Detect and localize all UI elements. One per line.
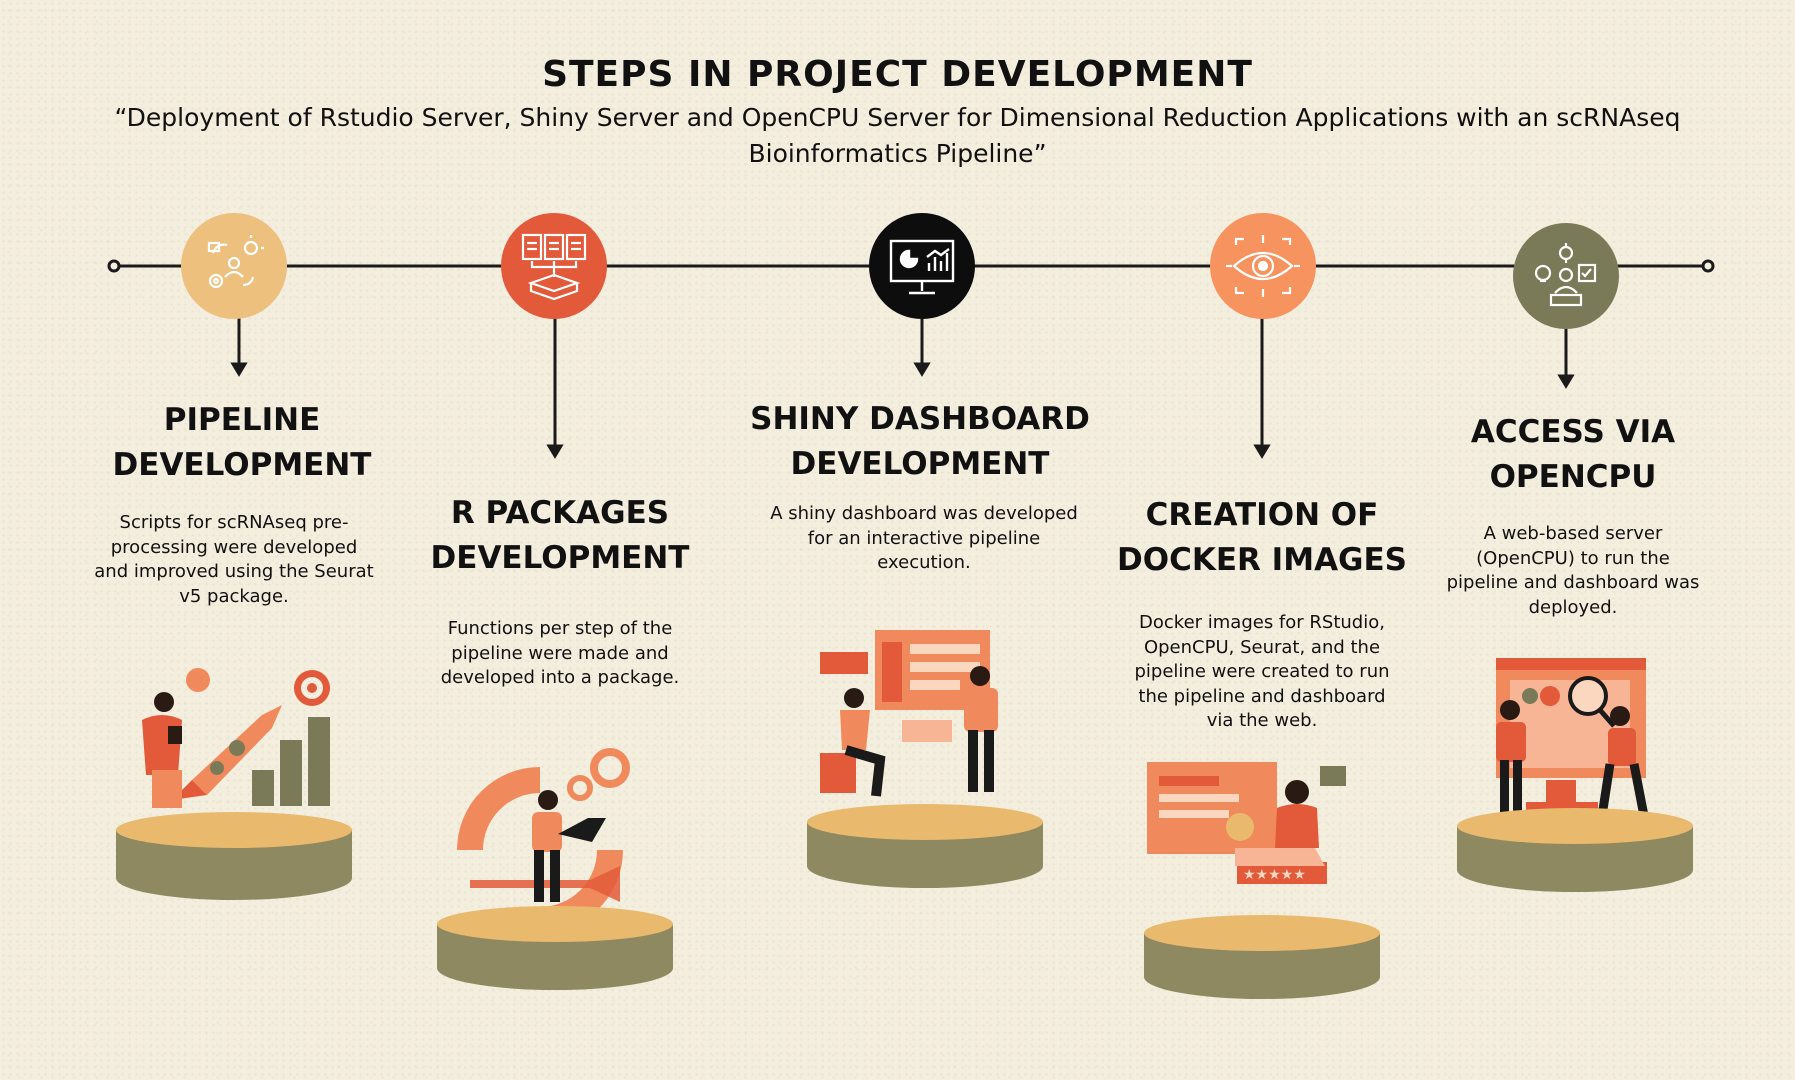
step-5-icon-circle — [1513, 223, 1619, 329]
step-4-description: Docker images for RStudio, OpenCPU, Seur… — [1134, 612, 1390, 731]
step-3-heading-line-2: DEVELOPMENT — [790, 446, 1050, 482]
step-5-description: A web-based server (OpenCPU) to run the … — [1446, 523, 1700, 618]
ideas-user-check-icon — [1534, 243, 1597, 307]
dashboard-team-illustration — [807, 630, 1043, 888]
step-2-heading-line-1: R PACKAGES — [450, 495, 670, 531]
developer-laptop-illustration — [437, 748, 673, 990]
step-3-heading: SHINY DASHBOARD DEVELOPMENT — [730, 397, 1110, 487]
rocket-growth-illustration — [116, 668, 352, 900]
svg-text:★★★★★: ★★★★★ — [1243, 867, 1306, 883]
workflow-gears-icon — [207, 235, 264, 289]
documents-merge-icon — [521, 233, 587, 301]
step-4-heading-line-2: DOCKER IMAGES — [1116, 542, 1408, 578]
step-5-heading-line-2: OPENCPU — [1489, 459, 1657, 495]
dashboard-monitor-icon — [889, 239, 955, 295]
timeline-start-cap — [107, 259, 121, 273]
web-server-search-illustration — [1457, 658, 1693, 892]
step-2-heading-line-2: DEVELOPMENT — [430, 540, 690, 576]
step-1-heading-line-1: PIPELINE — [163, 402, 321, 438]
step-5-heading-line-1: ACCESS VIA — [1470, 414, 1676, 450]
step-5-arrowhead — [1557, 374, 1575, 389]
approval-rating-illustration: ★★★★★ — [1144, 762, 1380, 999]
step-2-icon-circle — [501, 213, 607, 319]
step-2-heading: R PACKAGES DEVELOPMENT — [370, 491, 750, 581]
step-3-description: A shiny dashboard was developed for an i… — [770, 503, 1078, 573]
step-3-icon-circle — [869, 213, 975, 319]
step-3-heading-line-1: SHINY DASHBOARD — [750, 401, 1090, 437]
step-5-heading: ACCESS VIA OPENCPU — [1383, 410, 1763, 500]
timeline-end-cap — [1701, 259, 1715, 273]
step-1-icon-circle — [181, 213, 287, 319]
step-2-description: Functions per step of the pipeline were … — [440, 618, 680, 688]
step-4-heading: CREATION OF DOCKER IMAGES — [1072, 493, 1452, 583]
step-4-heading-line-1: CREATION OF — [1145, 497, 1379, 533]
step-1-heading: PIPELINE DEVELOPMENT — [52, 398, 432, 488]
step-4-icon-circle — [1210, 213, 1316, 319]
step-1-heading-line-2: DEVELOPMENT — [112, 447, 372, 483]
step-4-arrowhead — [1253, 444, 1271, 459]
eye-focus-icon — [1226, 235, 1300, 297]
page-title: STEPS IN PROJECT DEVELOPMENT — [542, 54, 1253, 95]
step-2-arrowhead — [546, 444, 564, 459]
step-3-arrowhead — [913, 362, 931, 377]
step-1-arrowhead — [230, 362, 248, 377]
page-subtitle: “Deployment of Rstudio Server, Shiny Ser… — [114, 103, 1681, 168]
step-1-description: Scripts for scRNAseq pre-processing were… — [94, 512, 374, 607]
